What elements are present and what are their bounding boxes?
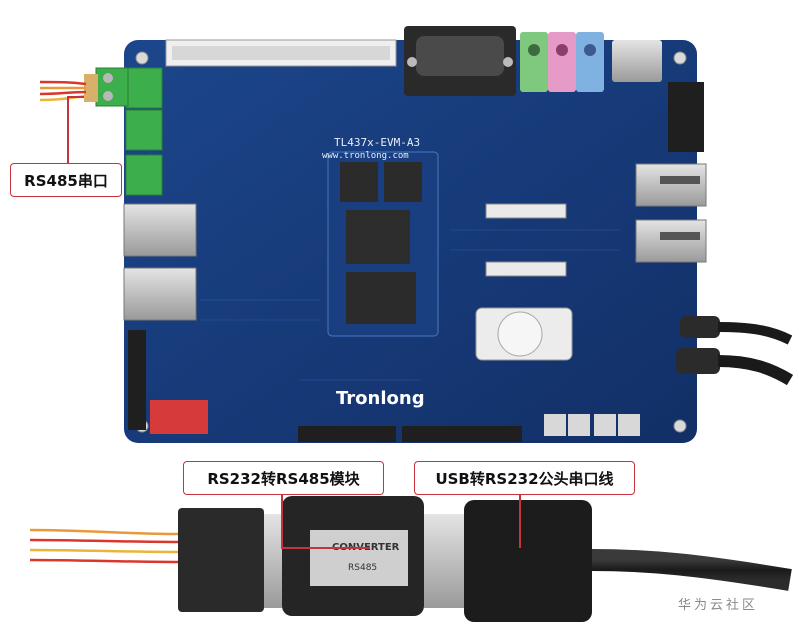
- pin-header-top: [165, 39, 397, 67]
- board-url-text: www.tronlong.com: [322, 151, 409, 161]
- board-model-text: TL437x-EVM-A3: [334, 136, 420, 149]
- board-brand-text: Tronlong: [336, 388, 425, 409]
- leader-lines: [67, 96, 521, 549]
- callout-rs485-port: RS485串口: [10, 163, 122, 197]
- watermark: 华为云社区: [678, 598, 759, 613]
- rs485-terminal-blocks: [84, 67, 163, 196]
- ffc-connectors: [485, 203, 567, 277]
- battery-holder: [475, 307, 573, 361]
- ethernet-ports: [123, 203, 197, 321]
- usb-ports: [635, 163, 707, 263]
- serial-db9-connector: [404, 26, 516, 96]
- audio-jacks: [520, 32, 604, 92]
- jtag-header: [668, 82, 704, 152]
- converter-label-sub: RS485: [348, 563, 377, 573]
- dip-switch: [150, 400, 208, 434]
- callout-converter-module: RS232转RS485模块: [183, 461, 384, 495]
- right-cables: [676, 316, 794, 386]
- callout-usb-cable: USB转RS232公头串口线: [414, 461, 635, 495]
- core-module: [327, 151, 439, 337]
- hdmi-connector: [612, 40, 662, 82]
- converter-assembly: [29, 496, 792, 622]
- push-buttons: [544, 414, 640, 436]
- pin-header-bottom: [128, 330, 522, 442]
